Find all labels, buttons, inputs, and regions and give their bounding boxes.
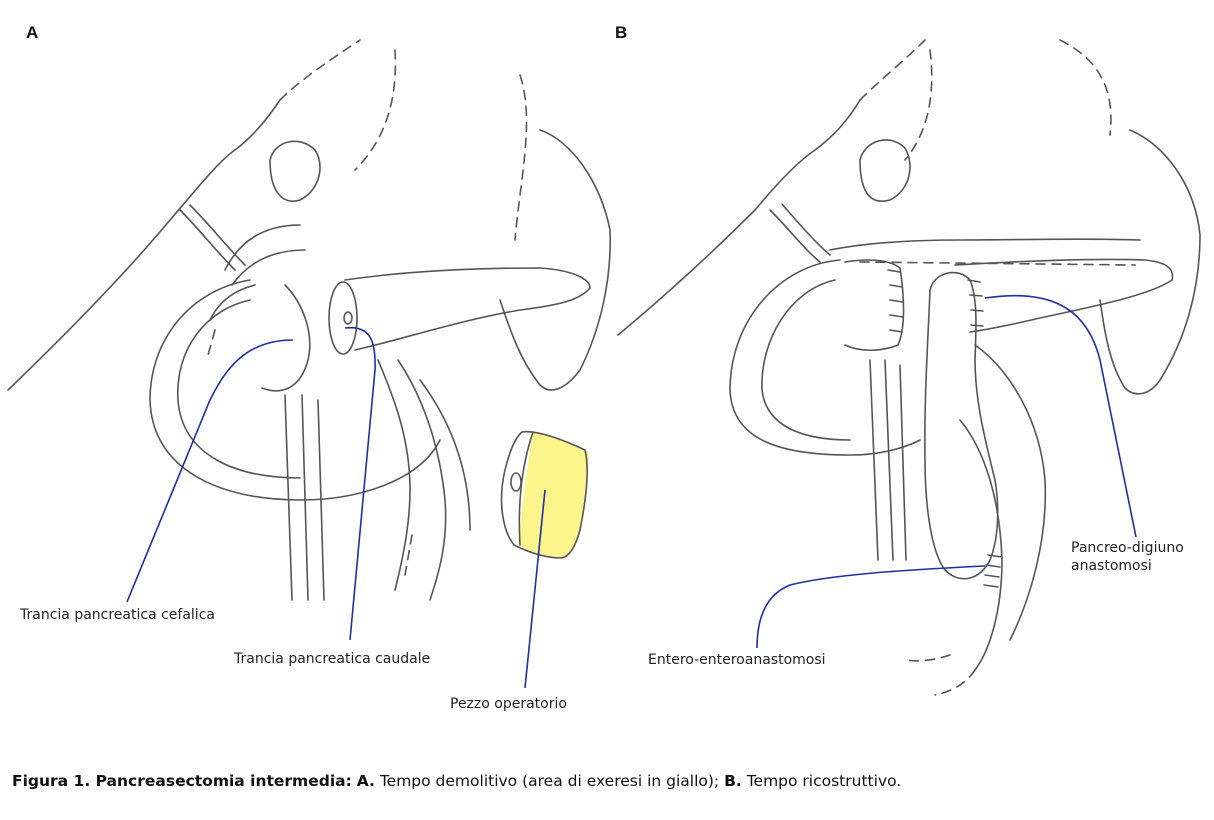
gallbladder-b: [859, 139, 911, 202]
vessel-a2: [209, 284, 256, 321]
spleen-b: [1099, 129, 1201, 395]
liver-outline-a: [7, 99, 281, 391]
label-pj-line1: Pancreo-digiuno: [1071, 540, 1184, 556]
leader-ee: [756, 565, 986, 649]
leader-cephalic: [126, 339, 294, 603]
caudal-duct-a: [343, 311, 353, 325]
bile-duct-b: [769, 203, 831, 263]
gallbladder-a: [269, 140, 321, 202]
figure-caption: Figura 1. Pancreasectomia intermedia: A.…: [12, 772, 1202, 790]
duodenum-a: [149, 279, 441, 501]
jejunum-a1: [377, 359, 411, 591]
leader-specimen: [524, 489, 546, 689]
leader-caudal: [344, 326, 376, 641]
operative-specimen: [500, 430, 589, 559]
label-specimen: Pezzo operatorio: [450, 696, 567, 712]
ee-sutures-b: [983, 554, 1003, 588]
pancreas-tail-b: [954, 258, 1174, 333]
label-caudal: Trancia pancreatica caudale: [233, 651, 430, 667]
stomach-dashed-a2: [514, 74, 528, 241]
limb-dash-b1: [934, 669, 976, 696]
label-cephalic: Trancia pancreatica cefalica: [19, 607, 215, 623]
jejunum-a2: [397, 359, 447, 601]
liver-dashed-b: [859, 39, 926, 101]
pj-sutures-b: [967, 279, 984, 327]
jejunum-dashed-a: [404, 534, 413, 576]
leader-pj: [984, 294, 1137, 538]
stomach-dashed-b: [904, 49, 933, 161]
pancreas-head-b: [844, 259, 905, 352]
stomach-dashed-b2: [1059, 39, 1112, 136]
vessel-a1: [224, 224, 306, 286]
label-ee: Entero-enteroanastomosi: [648, 652, 826, 668]
limb-dash-b2: [904, 654, 951, 662]
specimen-cut-face: [518, 431, 534, 546]
caudal-stump-a: [328, 281, 358, 355]
bile-duct-a: [179, 204, 246, 271]
vessel-a3: [207, 329, 216, 356]
jejunal-loop-b: [924, 271, 999, 580]
mesenteric-vessels-a: [284, 394, 325, 601]
duodenum-inner-a: [177, 299, 301, 479]
specimen-outline: [500, 430, 589, 559]
stomach-dashed-a: [354, 49, 397, 171]
caption-a-letter: A.: [356, 772, 375, 790]
panel-a-drawing: A: [7, 23, 612, 712]
duodenum-inner-b: [761, 279, 851, 441]
specimen-fill: [520, 432, 589, 557]
label-pj-line2: anastomosi: [1071, 558, 1152, 574]
caption-figure-title: Figura 1. Pancreasectomia intermedia:: [12, 772, 352, 790]
colon-outline-a: [419, 379, 471, 531]
splenic-vessel-b: [829, 238, 1141, 251]
panel-b-drawing: B Pancreo-digiu: [615, 23, 1201, 696]
pancreas-head-a: [261, 284, 311, 392]
liver-outline-b: [617, 99, 861, 336]
pancreas-tail-a: [344, 267, 591, 351]
panel-b-letter: B: [615, 23, 627, 42]
caption-a-text: Tempo demolitivo (area di exeresi in gia…: [374, 772, 725, 790]
stump-sutures-b: [887, 269, 904, 333]
caption-b-text: Tempo ricostruttivo.: [741, 772, 902, 790]
panel-a-letter: A: [26, 23, 38, 42]
spleen-a: [499, 129, 612, 391]
mesenteric-vessels-b: [869, 359, 907, 561]
specimen-duct: [510, 472, 522, 492]
afferent-limb-b: [959, 419, 1003, 671]
duodenum-b: [729, 259, 921, 456]
caption-b-letter: B.: [724, 772, 742, 790]
efferent-limb-b: [974, 344, 1047, 641]
liver-dashed-a: [279, 39, 361, 101]
